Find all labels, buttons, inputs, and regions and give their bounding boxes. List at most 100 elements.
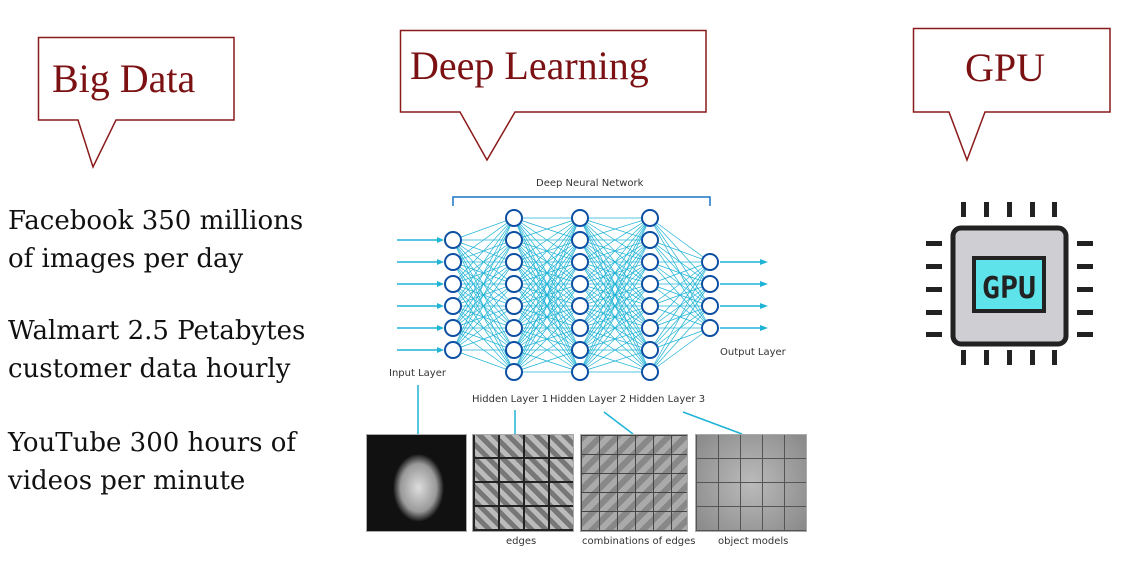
neuron-node [571,363,589,381]
connection [513,217,581,241]
neuron-node [444,319,462,337]
connection [513,217,581,263]
connection [579,349,651,373]
gpu-chip-icon: GPU [926,202,1093,365]
connection [452,217,515,263]
neuron-node [641,253,659,271]
connection [452,239,515,351]
neuron-node [641,297,659,315]
connection [579,217,651,241]
connection [649,261,711,351]
connection [579,217,651,307]
neuron-node [701,319,719,337]
fact-line: YouTube 300 hours of [8,428,297,458]
connection [579,217,651,373]
connection [579,239,651,373]
neuron-node [641,319,659,337]
neuron-node [444,341,462,359]
neuron-node [641,363,659,381]
arrowhead [437,259,444,265]
fact-line: Facebook 350 millions [8,206,304,236]
connection [513,217,581,373]
neuron-node [571,275,589,293]
arrowhead [437,347,444,353]
neuron-node [444,297,462,315]
neuron-node [505,297,523,315]
connection [513,217,581,351]
neuron-node [505,231,523,249]
connection [452,305,515,351]
connection [452,217,515,329]
neuron-node [571,253,589,271]
connection [513,217,581,329]
edges-features [472,434,574,532]
connection [452,217,515,351]
neuron-node [701,275,719,293]
connection [579,217,651,285]
big-data-title: Big Data [52,56,196,101]
gpu-chip-label: GPU [982,271,1036,306]
connection [513,261,581,373]
neuron-node [641,209,659,227]
connection [649,261,711,329]
arrowhead [437,303,444,309]
connection [649,217,711,263]
arrowhead [760,325,768,331]
connection [513,283,581,373]
neuron-node [505,253,523,271]
object-model-features [695,434,807,532]
arrowhead [437,237,444,243]
fact-line: of images per day [8,244,244,274]
object-models-label: object models [718,536,789,547]
connection [513,239,581,373]
combinations-label: combinations of edges [582,536,696,547]
connection [649,261,711,307]
connection [513,305,581,373]
hidden-layer-2-label: Hidden Layer 2 [550,394,627,405]
arrowhead [760,281,768,287]
connection [513,217,581,307]
neuron-node [571,231,589,249]
connection [452,327,515,351]
connection [579,305,651,373]
connection [579,217,651,351]
neuron-node [505,275,523,293]
face-photo [366,434,467,532]
connection [579,217,651,329]
connection [649,239,711,263]
connection [649,305,711,373]
connection [452,217,515,241]
connection [452,283,515,351]
fact-facebook: Facebook 350 millions of images per day [8,202,303,278]
fact-walmart: Walmart 2.5 Petabytes customer data hourl… [8,312,305,388]
arrowhead [437,281,444,287]
neuron-node [641,275,659,293]
fact-line: customer data hourly [8,354,291,384]
neuron-node [641,231,659,249]
edge-combinations-features [580,434,688,532]
connection [649,283,711,373]
connection [452,217,515,307]
pointer-line [682,411,743,435]
pointer-line [603,411,634,435]
fact-line: Walmart 2.5 Petabytes [8,316,306,346]
connection [452,261,515,351]
network-bracket [452,196,711,206]
hidden-layer-3-label: Hidden Layer 3 [629,394,706,405]
neuron-node [571,297,589,315]
connection [579,283,651,373]
connection [649,327,711,373]
neuron-node [571,209,589,227]
arrowhead [760,259,768,265]
neuron-node [444,275,462,293]
neuron-node [701,297,719,315]
neuron-node [505,341,523,359]
edges-label: edges [506,536,537,547]
connection [579,217,651,263]
output-layer-label: Output Layer [720,347,786,358]
connection [452,349,515,373]
neuron-node [571,341,589,359]
connection [513,327,581,373]
